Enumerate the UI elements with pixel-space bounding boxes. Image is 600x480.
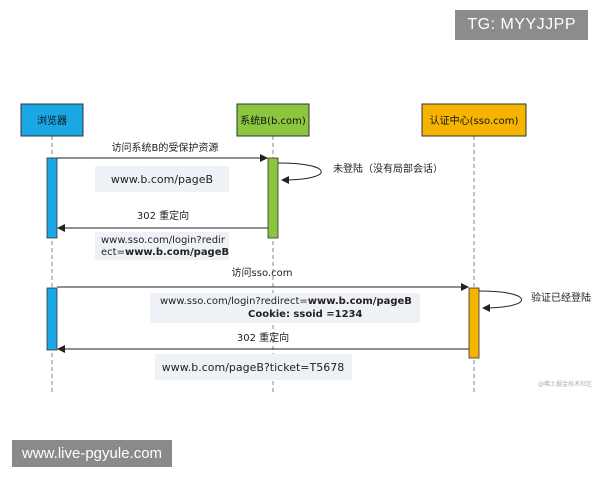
message-4-box-text: www.b.com/pageB?ticket=T5678	[162, 361, 344, 374]
activation-system-b	[267, 157, 279, 239]
message-1-box	[95, 166, 229, 192]
site-url-watermark: www.live-pgyule.com	[12, 440, 173, 467]
participant-system-b-box	[236, 103, 310, 137]
message-3-box-prefix: www.sso.com/login?redirect=	[160, 296, 308, 307]
self-call-sso	[478, 290, 522, 312]
credit-text: @稀土掘金技术社区	[538, 380, 592, 388]
self-call-system-b-label: 未登陆（没有局部会话）	[333, 162, 443, 175]
message-1-label: 访问系统B的受保护资源	[112, 141, 219, 154]
message-1-box-text: www.b.com/pageB	[111, 173, 213, 186]
message-3-box-line1: www.sso.com/login?redirect=www.b.com/pag…	[160, 296, 412, 307]
participant-system-b-label: 系统B(b.com)	[240, 114, 306, 127]
activation-browser-2	[46, 287, 58, 351]
participant-browser-box	[20, 103, 84, 137]
message-2-box	[95, 232, 229, 260]
message-3-box-bold: www.b.com/pageB	[308, 296, 412, 307]
message-2-box-line1: www.sso.com/login?redir	[101, 235, 226, 246]
self-call-system-b	[277, 162, 322, 184]
message-2-box-line2-bold: www.b.com/pageB	[125, 247, 229, 258]
activation-sso	[468, 287, 480, 359]
message-2-box-line2: ect=www.b.com/pageB	[101, 247, 229, 258]
message-2-box-line2-prefix: ect=	[101, 247, 125, 258]
message-3-label: 访问sso.com	[232, 266, 293, 279]
message-3-box	[150, 293, 420, 323]
self-call-sso-label: 验证已经登陆	[531, 291, 591, 304]
message-2-label: 302 重定向	[137, 209, 189, 222]
activation-browser-1	[46, 157, 58, 239]
message-4-box	[155, 354, 352, 380]
message-4-label: 302 重定向	[237, 331, 289, 344]
participant-browser-label: 浏览器	[37, 114, 67, 127]
participant-sso-box	[421, 103, 527, 137]
message-3-cookie: Cookie: ssoid =1234	[248, 309, 363, 320]
tg-tag: TG: MYYJJPP	[455, 10, 588, 40]
participant-sso-label: 认证中心(sso.com)	[430, 114, 519, 127]
